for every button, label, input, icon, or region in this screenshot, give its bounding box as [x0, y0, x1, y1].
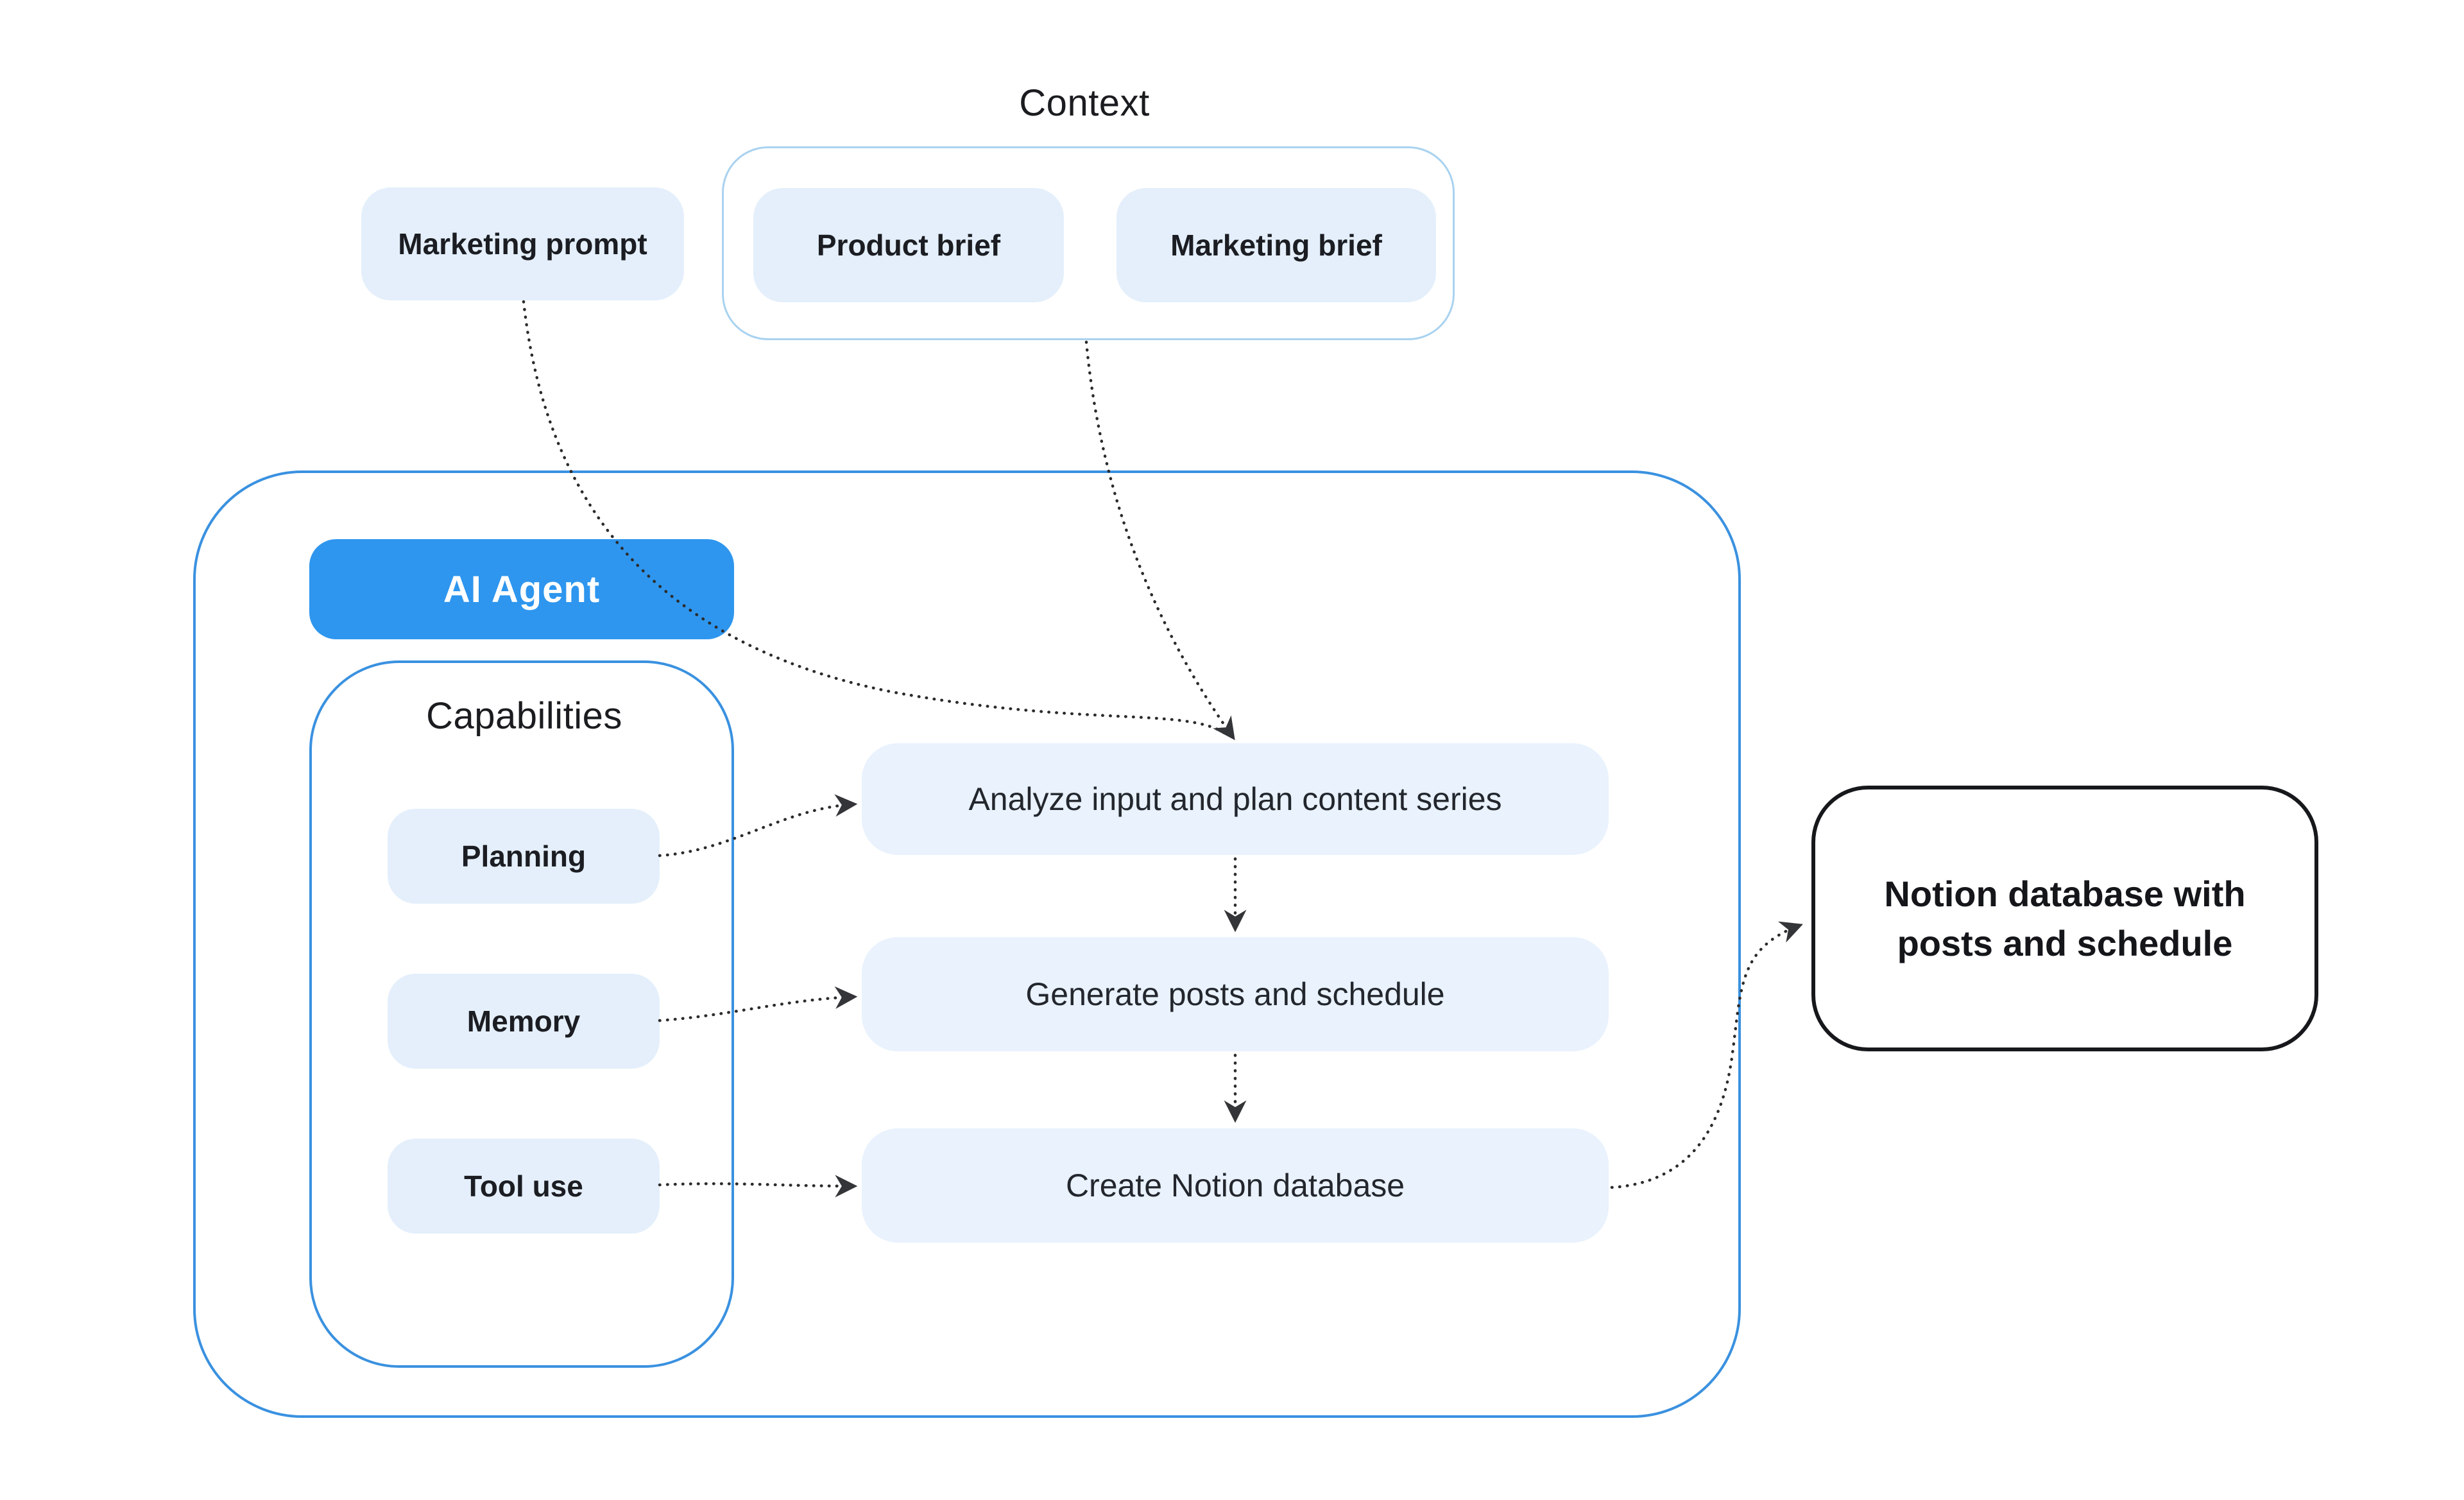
step-analyze-input-label: Analyze input and plan content series: [968, 781, 1502, 817]
node-notion-output-label: Notion database with posts and schedule: [1884, 873, 2246, 963]
context-group-container: Product brief Marketing brief: [722, 146, 1455, 340]
step-create-notion-database: Create Notion database: [862, 1128, 1609, 1243]
node-memory: Memory: [388, 974, 660, 1069]
node-marketing-brief: Marketing brief: [1116, 188, 1436, 302]
node-notion-output: Notion database with posts and schedule: [1811, 786, 2318, 1051]
node-product-brief-label: Product brief: [816, 228, 1001, 262]
node-product-brief: Product brief: [753, 188, 1064, 302]
node-marketing-prompt: Marketing prompt: [361, 187, 684, 300]
context-group-title: Context: [1019, 82, 1150, 124]
node-planning: Planning: [388, 809, 660, 904]
node-tool-use-label: Tool use: [464, 1169, 583, 1203]
capabilities-title: Capabilities: [426, 694, 622, 737]
node-memory-label: Memory: [466, 1004, 581, 1038]
step-analyze-input: Analyze input and plan content series: [862, 743, 1609, 855]
node-marketing-prompt-label: Marketing prompt: [398, 227, 647, 261]
ai-agent-title-badge: AI Agent: [309, 539, 734, 639]
capabilities-container: Capabilities Planning Memory Tool use: [309, 660, 734, 1368]
node-tool-use: Tool use: [388, 1139, 660, 1234]
node-planning-label: Planning: [461, 840, 586, 873]
step-generate-posts: Generate posts and schedule: [862, 937, 1609, 1051]
step-create-notion-database-label: Create Notion database: [1065, 1168, 1405, 1203]
step-generate-posts-label: Generate posts and schedule: [1025, 976, 1445, 1012]
node-marketing-brief-label: Marketing brief: [1170, 228, 1382, 262]
ai-agent-title-label: AI Agent: [443, 568, 601, 610]
